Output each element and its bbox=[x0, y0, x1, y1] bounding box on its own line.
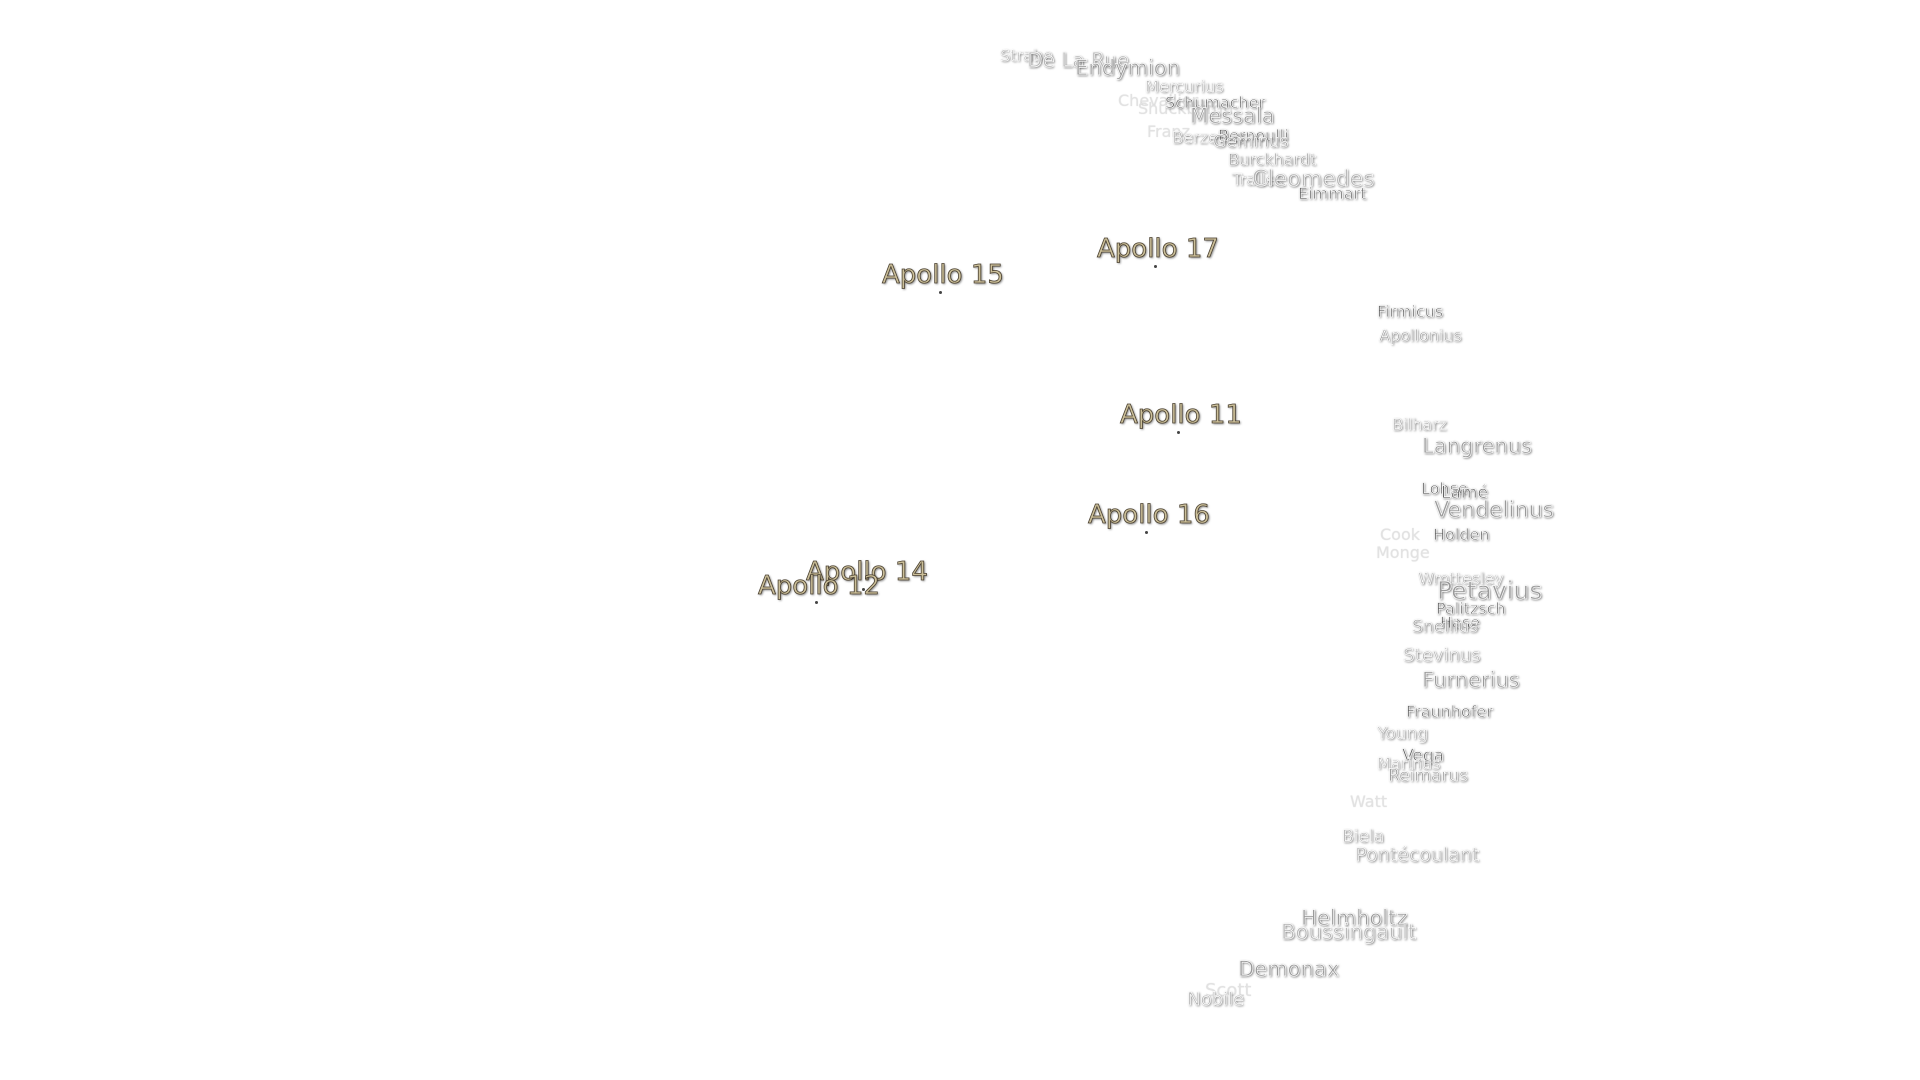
crater-label-mercurius[interactable]: Mercurius bbox=[1145, 77, 1224, 96]
crater-label-de-la-rue[interactable]: De La Rue bbox=[1027, 48, 1129, 72]
crater-label-snellius[interactable]: Snellius bbox=[1412, 617, 1479, 637]
crater-label-marinus[interactable]: Marinus bbox=[1377, 754, 1441, 773]
landing-site-label-apollo-14[interactable]: Apollo 14 bbox=[806, 557, 929, 587]
crater-label-bilharz[interactable]: Bilharz bbox=[1392, 415, 1447, 434]
crater-label-fraunhofer[interactable]: Fraunhofer bbox=[1406, 702, 1493, 721]
landing-site-marker-apollo-12[interactable] bbox=[815, 601, 818, 604]
landing-site-label-apollo-17[interactable]: Apollo 17 bbox=[1097, 234, 1220, 264]
crater-label-boussingault[interactable]: Boussingault bbox=[1281, 920, 1417, 944]
landing-site-marker-apollo-17[interactable] bbox=[1154, 265, 1157, 268]
crater-label-vendelinus[interactable]: Vendelinus bbox=[1434, 498, 1555, 523]
crater-label-firmicus[interactable]: Firmicus bbox=[1377, 302, 1444, 321]
crater-label-schumacher[interactable]: Schumacher bbox=[1165, 93, 1266, 112]
crater-label-langrenus[interactable]: Langrenus bbox=[1422, 434, 1533, 458]
crater-label-eimmart[interactable]: Eimmart bbox=[1298, 184, 1367, 203]
crater-label-chevallier[interactable]: Chevallier bbox=[1118, 91, 1199, 110]
landing-site-marker-apollo-14[interactable] bbox=[862, 588, 865, 591]
landing-site-label-apollo-15[interactable]: Apollo 15 bbox=[882, 260, 1005, 290]
crater-label-wrottesley[interactable]: Wrottesley bbox=[1418, 569, 1504, 588]
crater-label-helmholtz[interactable]: Helmholtz bbox=[1301, 906, 1408, 930]
crater-label-cook[interactable]: Cook bbox=[1380, 525, 1421, 544]
crater-label-watt[interactable]: Watt bbox=[1350, 792, 1388, 811]
landing-site-label-apollo-16[interactable]: Apollo 16 bbox=[1088, 500, 1211, 530]
crater-label-palitzsch[interactable]: Palitzsch bbox=[1436, 599, 1506, 618]
landing-site-marker-apollo-15[interactable] bbox=[939, 291, 942, 294]
crater-label-holden[interactable]: Holden bbox=[1433, 525, 1490, 544]
landing-site-label-apollo-12[interactable]: Apollo 12 bbox=[758, 571, 881, 601]
landing-site-marker-apollo-11[interactable] bbox=[1177, 431, 1180, 434]
crater-label-vega[interactable]: Vega bbox=[1402, 746, 1445, 766]
crater-label-monge[interactable]: Monge bbox=[1376, 543, 1430, 562]
crater-label-stevinus[interactable]: Stevinus bbox=[1403, 645, 1481, 666]
crater-label-young[interactable]: Young bbox=[1377, 724, 1429, 744]
crater-label-franz[interactable]: Franz bbox=[1147, 122, 1190, 141]
crater-label-bernoulli[interactable]: Bernoulli bbox=[1218, 126, 1289, 145]
crater-label-berzelius[interactable]: Berzelius bbox=[1172, 128, 1246, 147]
crater-label-burckhardt[interactable]: Burckhardt bbox=[1228, 150, 1317, 169]
crater-label-nobile[interactable]: Nobile bbox=[1187, 989, 1245, 1010]
crater-label-scott[interactable]: Scott bbox=[1205, 980, 1252, 1001]
crater-label-shuckburgh[interactable]: Shuckburgh bbox=[1138, 99, 1234, 118]
crater-label-furnerius[interactable]: Furnerius bbox=[1422, 668, 1520, 692]
crater-label-geminus[interactable]: Geminus bbox=[1213, 132, 1289, 152]
crater-label-tralles[interactable]: Tralles bbox=[1232, 170, 1284, 189]
crater-label-apollonius[interactable]: Apollonius bbox=[1379, 326, 1462, 345]
crater-label-demonax[interactable]: Demonax bbox=[1238, 957, 1340, 981]
crater-label-petavius[interactable]: Petavius bbox=[1437, 576, 1543, 605]
crater-label-lame[interactable]: Lamé bbox=[1441, 483, 1489, 503]
crater-label-pontecoulant[interactable]: Pontécoulant bbox=[1355, 844, 1480, 866]
crater-label-cleomedes[interactable]: Cleomedes bbox=[1252, 167, 1375, 192]
crater-label-hase[interactable]: Hase bbox=[1440, 613, 1481, 632]
crater-label-strabo[interactable]: Strabo bbox=[1000, 46, 1053, 65]
crater-label-endymion[interactable]: Endymion bbox=[1075, 56, 1180, 80]
crater-label-lohse[interactable]: Lohse bbox=[1421, 479, 1468, 498]
landing-site-marker-apollo-16[interactable] bbox=[1145, 531, 1148, 534]
crater-label-reimarus[interactable]: Reimarus bbox=[1388, 766, 1469, 786]
landing-site-label-apollo-11[interactable]: Apollo 11 bbox=[1120, 400, 1243, 430]
crater-label-messala[interactable]: Messala bbox=[1190, 104, 1275, 128]
crater-label-biela[interactable]: Biela bbox=[1342, 827, 1385, 847]
